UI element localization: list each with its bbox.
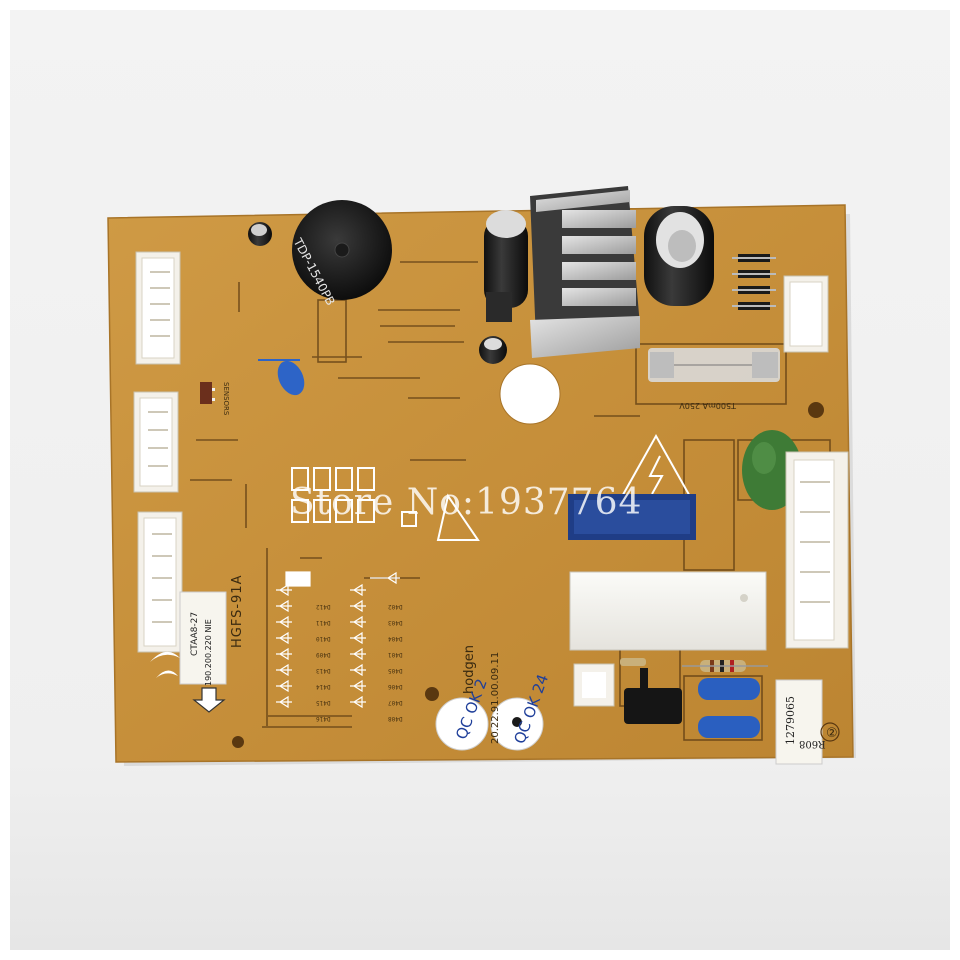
sticker-right-line1: 1279065	[784, 696, 797, 745]
qc-sticker-1	[435, 697, 489, 751]
label-sticker-left	[179, 591, 227, 685]
sticker-left-line2: 190.200.220 NIE	[204, 619, 213, 686]
left-connectors	[133, 251, 183, 653]
diode-label: D406	[388, 683, 403, 690]
diode-label: D415	[316, 699, 331, 706]
diode-label: D404	[388, 635, 403, 642]
diode-label: D416	[316, 715, 331, 722]
fuse-rating-label: T500mA 250V	[679, 401, 736, 410]
diode-label: D402	[388, 603, 403, 610]
diode-label: D409	[316, 651, 331, 658]
diode-label: D408	[388, 715, 403, 722]
diode-label: D412	[316, 603, 331, 610]
diode-label: D401	[388, 651, 403, 658]
sticker-left-line1: CTAA8-27	[190, 611, 200, 656]
sensor-label: SENSORS	[222, 382, 230, 416]
board-part-code: 20.22.91.00.09.11	[490, 651, 501, 744]
white-relay	[569, 571, 767, 651]
brand-logo	[150, 651, 180, 678]
revision-circle-mark: ②	[826, 726, 838, 741]
diode-label: D410	[316, 635, 331, 642]
diode-label: D405	[388, 667, 403, 674]
glass-fuse	[648, 348, 780, 382]
diode-label: D407	[388, 699, 403, 706]
diode-label: D413	[316, 667, 331, 674]
diode-label: D411	[316, 619, 331, 626]
sticker-right-line2: R608	[799, 738, 826, 749]
board-model-label: HGFS-91A	[230, 574, 245, 648]
mounting-hole	[499, 363, 561, 425]
store-watermark: Store No:1937764	[290, 482, 643, 523]
heatsink	[530, 186, 640, 358]
diode-label: D414	[316, 683, 331, 690]
diode-label: D403	[388, 619, 403, 626]
label-sticker-right	[775, 679, 823, 765]
